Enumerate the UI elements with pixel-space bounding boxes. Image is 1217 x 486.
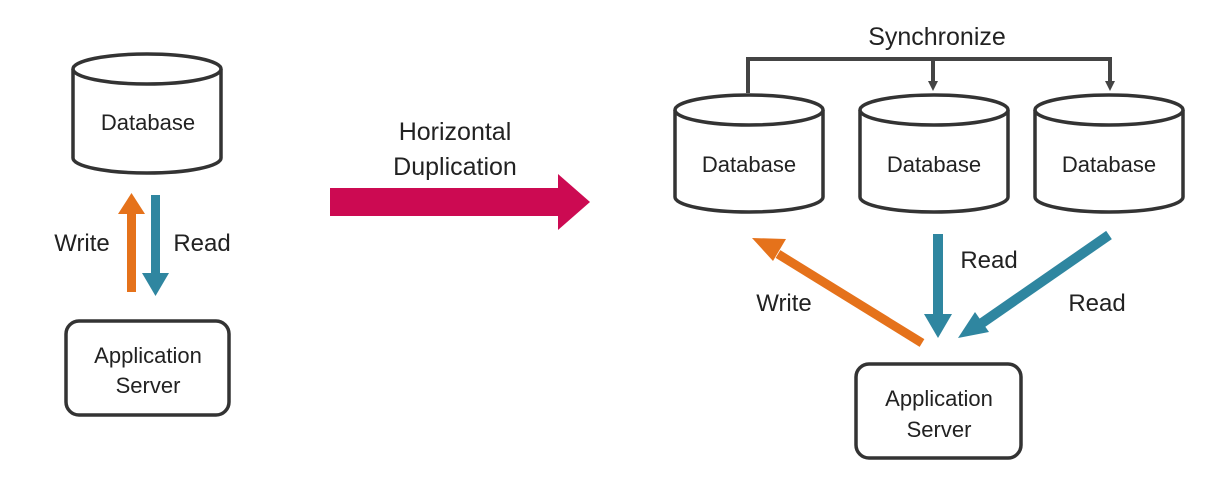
right-database-3-label: Database [1062,152,1156,177]
left-read-arrow [142,195,169,296]
sync-connector [746,57,1115,93]
right-database-1-label: Database [702,152,796,177]
right-database-2-label: Database [887,152,981,177]
right-database-2-top [858,93,1010,127]
left-server-label-line2: Server [116,373,181,398]
right-server-label-line2: Server [907,417,972,442]
left-write-label: Write [54,230,110,257]
right-write-label: Write [756,290,812,317]
left-database-top [71,52,223,86]
right-database-2-cylinder [858,110,1010,214]
duplication-title-line2: Duplication [393,153,517,181]
right-database-2: Database [858,93,1010,214]
sync-line [746,57,1110,93]
right-read-label-center: Read [960,247,1017,274]
left-server-box [64,319,231,417]
right-database-1-top [673,93,825,127]
left-database-cylinder [71,69,223,175]
left-application-server: Application Server [64,319,231,417]
right-read-label-right: Read [1068,290,1125,317]
right-server-label-line1: Application [885,386,993,411]
duplication-title-line1: Horizontal [399,118,512,146]
sync-label: Synchronize [868,23,1006,51]
right-database-1-cylinder [673,110,825,214]
left-database: Database [71,52,223,175]
right-read-arrow-center [924,234,952,338]
left-read-label: Read [173,230,230,257]
right-application-server: Application Server [854,362,1023,460]
right-database-3: Database [1033,93,1185,214]
right-read-arrow-right [958,230,1112,338]
right-database-3-top [1033,93,1185,127]
left-write-arrow [118,193,145,292]
right-write-arrow [752,238,925,347]
right-server-box [854,362,1023,460]
left-server-label-line1: Application [94,343,202,368]
right-database-3-cylinder [1033,110,1185,214]
right-database-1: Database [673,93,825,214]
duplication-arrow [330,174,590,230]
left-database-label: Database [101,110,195,135]
